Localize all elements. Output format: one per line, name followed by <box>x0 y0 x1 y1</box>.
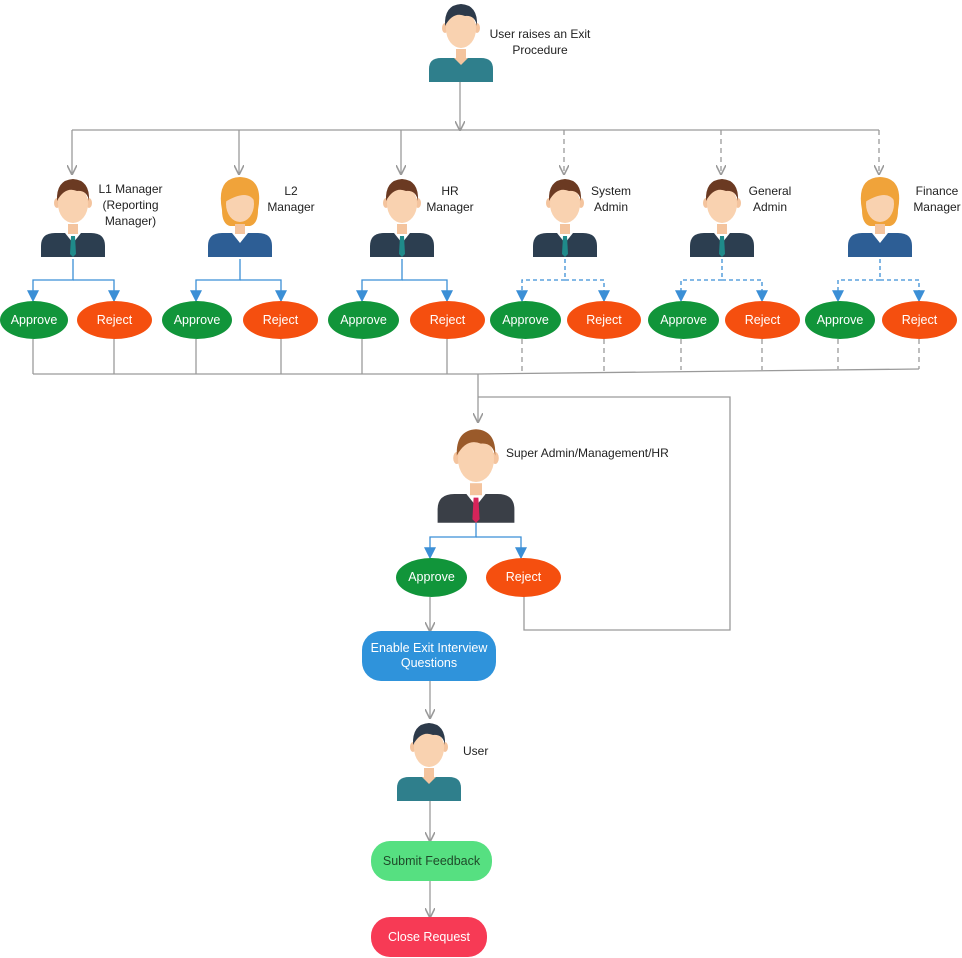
enable-exit-interview-button[interactable]: Enable Exit Interview Questions <box>362 631 496 681</box>
general-admin-reject-button[interactable]: Reject <box>725 301 800 339</box>
l2-approve-button[interactable]: Approve <box>162 301 232 339</box>
user-teal-icon <box>429 4 493 82</box>
super-admin-label: Super Admin/Management/HR <box>506 446 669 460</box>
l1-approve-button[interactable]: Approve <box>0 301 68 339</box>
general-admin-approve-button[interactable]: Approve <box>648 301 719 339</box>
l1-manager-avatar <box>41 179 105 257</box>
system-admin-reject-button[interactable]: Reject <box>567 301 641 339</box>
system-admin-approve-button[interactable]: Approve <box>490 301 561 339</box>
finance-reject-button[interactable]: Reject <box>882 301 957 339</box>
hr-manager-avatar <box>370 179 434 257</box>
finance-manager-label: Finance Manager <box>913 184 961 214</box>
l2-manager-avatar <box>208 177 272 257</box>
hr-approve-button[interactable]: Approve <box>328 301 399 339</box>
system-admin-label: System Admin <box>590 184 631 214</box>
hr-reject-button[interactable]: Reject <box>410 301 485 339</box>
close-request-button[interactable]: Close Request <box>371 917 487 957</box>
hr-manager-label: HR Manager <box>426 184 474 214</box>
l2-manager-label: L2 Manager <box>267 184 315 214</box>
submit-feedback-button[interactable]: Submit Feedback <box>371 841 492 881</box>
system-admin-avatar <box>533 179 597 257</box>
general-admin-label: General Admin <box>748 184 792 214</box>
l1-manager-label: L1 Manager (Reporting Manager) <box>98 182 163 228</box>
start-label: User raises an Exit Procedure <box>489 27 591 57</box>
l1-reject-button[interactable]: Reject <box>77 301 152 339</box>
general-admin-avatar <box>690 179 754 257</box>
finance-approve-button[interactable]: Approve <box>805 301 875 339</box>
super-approve-button[interactable]: Approve <box>396 558 467 597</box>
finance-manager-avatar <box>848 177 912 257</box>
executive-icon <box>437 429 515 523</box>
super-reject-button[interactable]: Reject <box>486 558 561 597</box>
connectors <box>27 82 925 917</box>
user-label: User <box>463 744 489 758</box>
l2-reject-button[interactable]: Reject <box>243 301 318 339</box>
user-teal-icon <box>397 723 461 801</box>
